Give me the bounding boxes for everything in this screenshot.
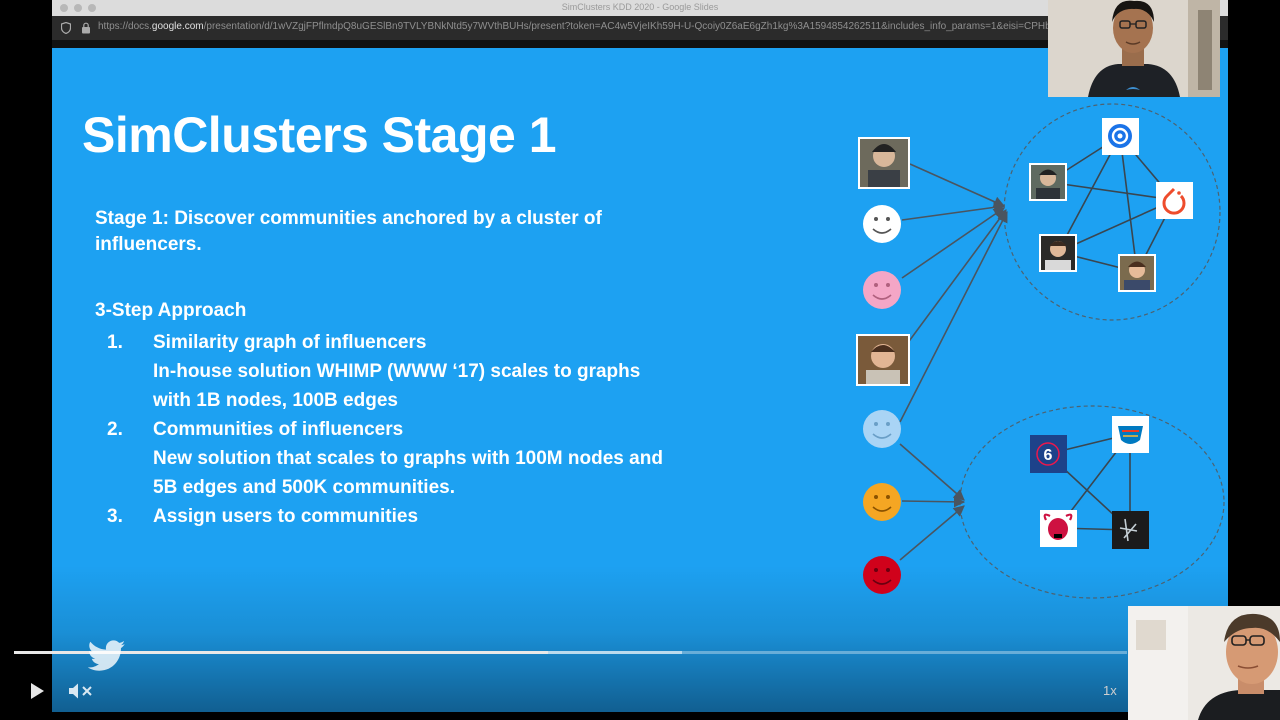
bulls-logo — [1040, 510, 1077, 547]
sixers-logo-text: 6 — [1044, 447, 1053, 464]
minimize-window-dot[interactable] — [74, 4, 82, 12]
step-detail: with 1B nodes, 100B edges — [153, 390, 398, 411]
community-circle-bottom — [959, 405, 1225, 599]
user-avatar-photo — [858, 137, 910, 189]
co-presenter-webcam — [1128, 606, 1280, 720]
video-controls: 1x — [0, 640, 1280, 720]
playback-speed[interactable]: 1x — [1103, 683, 1117, 698]
follow-edges — [899, 163, 1008, 561]
progress-fill — [14, 651, 549, 654]
shield-icon[interactable] — [60, 21, 72, 35]
twitter-bird-icon — [88, 640, 126, 671]
step-item: 3. Assign users to communities — [95, 502, 755, 531]
stage-description: Stage 1: Discover communities anchored b… — [95, 208, 602, 255]
step-title: Similarity graph of influencers — [153, 332, 427, 353]
step-detail: In-house solution WHIMP (WWW ‘17) scales… — [153, 361, 641, 382]
step-detail: New solution that scales to graphs with … — [153, 448, 663, 469]
pytorch-logo — [1156, 182, 1193, 219]
user-smiley-white — [863, 205, 901, 243]
toolbar-divider — [52, 40, 1228, 48]
url-text[interactable]: https://docs.google.com/presentation/d/1… — [98, 21, 1051, 32]
influencer-photo — [1118, 254, 1156, 292]
zoom-window-dot[interactable] — [88, 4, 96, 12]
lock-icon[interactable] — [80, 22, 92, 34]
progress-bar[interactable] — [14, 651, 1127, 654]
approach-heading: 3-Step Approach — [95, 300, 247, 321]
play-button[interactable] — [28, 682, 46, 700]
thunder-logo — [1112, 416, 1149, 453]
slide: SimClusters Stage 1 Stage 1: Discover co… — [52, 48, 1228, 712]
spurs-logo — [1112, 511, 1149, 549]
user-smiley-lightblue — [863, 410, 901, 448]
step-detail: 5B edges and 500K communities. — [153, 477, 455, 498]
step-number: 3. — [107, 506, 123, 527]
influencer-photo — [1039, 234, 1077, 272]
step-item: 2. Communities of influencers New soluti… — [95, 415, 755, 502]
user-smiley-red — [863, 556, 901, 594]
sixers-logo: 6 — [1030, 435, 1067, 473]
step-list: 1. Similarity graph of influencers In-ho… — [95, 328, 755, 531]
influencer-photo — [1029, 163, 1067, 201]
blue-swirl-logo — [1102, 118, 1139, 155]
community-diagram: 6 — [856, 103, 1225, 599]
slide-title: SimClusters Stage 1 — [82, 107, 557, 163]
step-number: 1. — [107, 332, 123, 353]
user-smiley-orange — [863, 483, 901, 521]
user-avatar-photo — [856, 334, 910, 386]
close-window-dot[interactable] — [60, 4, 68, 12]
step-number: 2. — [107, 419, 123, 440]
window-title: SimClusters KDD 2020 - Google Slides — [561, 2, 719, 12]
step-title: Assign users to communities — [153, 506, 419, 527]
window-titlebar: SimClusters KDD 2020 - Google Slides — [52, 0, 1228, 16]
address-bar[interactable]: https://docs.google.com/presentation/d/1… — [52, 16, 1228, 40]
user-smiley-pink — [863, 271, 901, 309]
step-item: 1. Similarity graph of influencers In-ho… — [95, 328, 755, 415]
mute-button[interactable] — [68, 682, 94, 700]
step-title: Communities of influencers — [153, 419, 404, 440]
presenter-webcam — [1048, 0, 1220, 97]
